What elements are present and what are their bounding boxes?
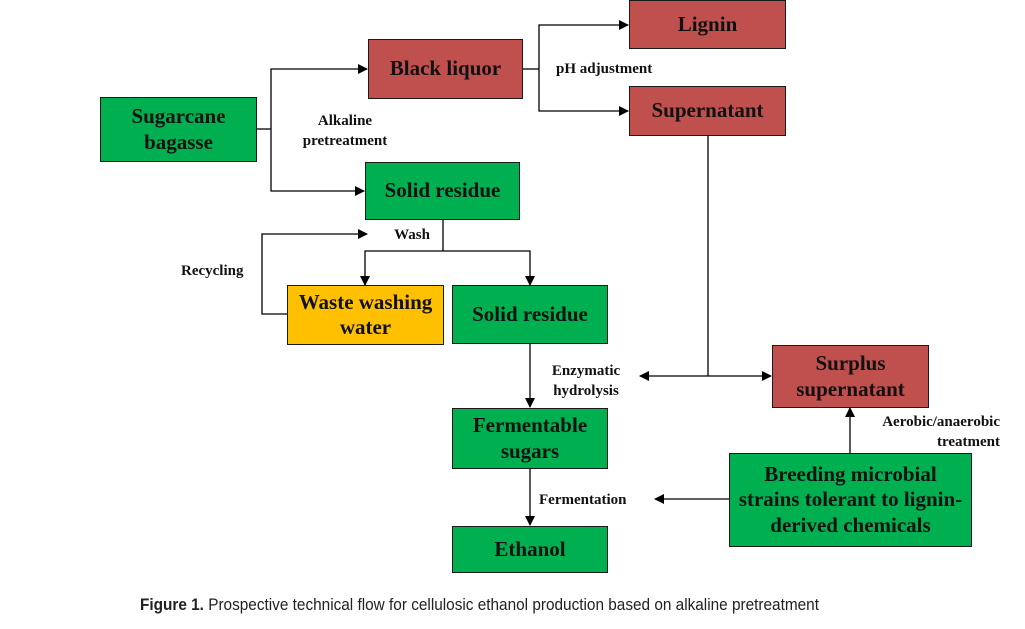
- edge-to-lignin: [538, 20, 629, 69]
- figure-caption: Figure 1. Prospective technical flow for…: [140, 596, 819, 615]
- node-label: Supernatant: [651, 98, 764, 123]
- node-fermentable-sugars: Fermentable sugars: [452, 408, 608, 469]
- label-ph-adjustment: pH adjustment: [556, 61, 653, 77]
- caption-prefix: Figure 1.: [140, 596, 204, 614]
- node-label: Solid residue: [472, 301, 588, 326]
- edge-to-black-liquor: [270, 64, 368, 129]
- node-label: Solid residue: [384, 178, 501, 203]
- node-waste-washing-water: Waste washing water: [287, 285, 444, 345]
- label-aerobic-anaerobic-treatment: Aerobic/anaerobic treatment: [882, 414, 1000, 451]
- node-label: Sugarcane bagasse: [131, 104, 226, 154]
- edge-to-solid-residue-2: [443, 250, 535, 286]
- node-label: Ethanol: [494, 536, 566, 561]
- edge-to-solid-residue-1: [270, 129, 365, 196]
- node-solid-residue-1: Solid residue: [365, 162, 520, 220]
- caption-text: Prospective technical flow for cellulosi…: [203, 596, 819, 614]
- node-label: Breeding microbial strains tolerant to l…: [738, 462, 963, 537]
- node-ethanol: Ethanol: [452, 526, 608, 573]
- node-black-liquor: Black liquor: [368, 39, 523, 99]
- label-alkaline-pretreatment: Alkaline pretreatment: [302, 113, 388, 150]
- edge-to-waste-water: [360, 250, 443, 286]
- node-breeding-microbial-strains: Breeding microbial strains tolerant to l…: [729, 453, 972, 547]
- node-label: Waste washing water: [298, 289, 433, 339]
- node-sugarcane-bagasse: Sugarcane bagasse: [100, 97, 257, 162]
- label-enzymatic-hydrolysis: Enzymatic hydrolysis: [551, 363, 621, 400]
- label-recycling: Recycling: [181, 263, 244, 279]
- label-wash: Wash: [394, 227, 430, 243]
- edge-recycling: [261, 229, 368, 315]
- edge-to-supernatant: [538, 69, 629, 116]
- node-surplus-supernatant: Surplus supernatant: [772, 345, 929, 408]
- node-label: Black liquor: [389, 56, 502, 81]
- node-label: Fermentable sugars: [472, 413, 588, 463]
- node-label: Lignin: [677, 11, 738, 36]
- node-lignin: Lignin: [629, 0, 786, 49]
- label-fermentation: Fermentation: [539, 492, 627, 508]
- node-label: Surplus supernatant: [796, 351, 905, 401]
- node-supernatant: Supernatant: [629, 86, 786, 136]
- node-solid-residue-2: Solid residue: [452, 285, 608, 344]
